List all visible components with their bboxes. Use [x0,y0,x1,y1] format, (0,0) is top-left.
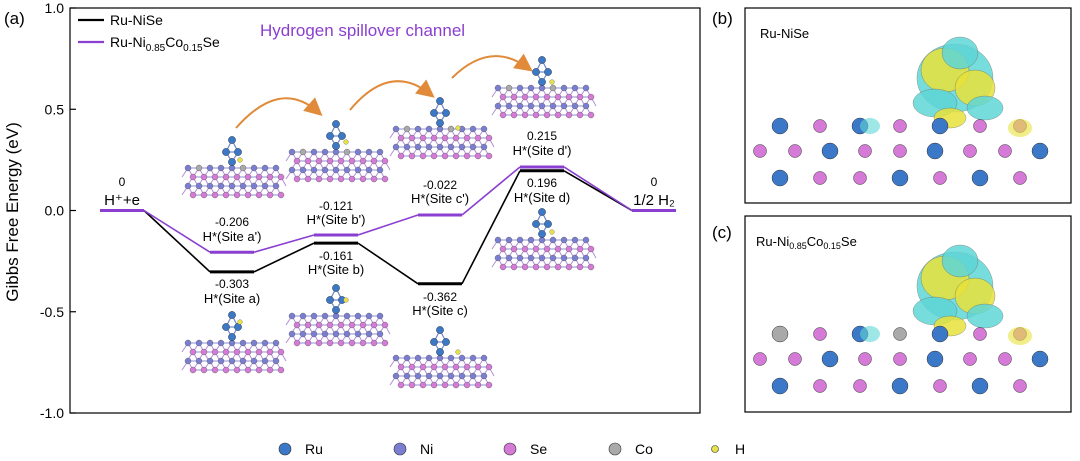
structure-thumbnail [389,326,495,389]
connector-ru-nicose [253,234,315,253]
panel-c-charge-density-image [753,244,1049,395]
state-label: H*(Site d) [514,190,570,205]
atom-legend-h-icon [711,445,719,453]
panel-b-charge-density-image [753,36,1049,187]
plot-frame [69,7,701,414]
value-label: 0 [119,175,126,189]
connector-ru-nicose [563,166,633,212]
spillover-arrow-2 [349,79,435,111]
connector-ru-nise [143,209,211,273]
structure-thumbnail [181,136,287,199]
state-label: H*(Site d') [513,143,572,158]
atom-legend-ni-icon [393,442,407,456]
panel-c-frame [744,215,1072,413]
value-label: -0.206 [215,215,249,229]
state-label: H*(Site a') [203,229,262,244]
atom-legend-label: Ru [305,441,323,457]
y-tick-label: -1.0 [40,405,64,421]
value-label: 0 [651,175,658,189]
state-label: H*(Site a) [204,291,260,306]
y-axis-ticks: 1.0 0.5 0.0 -0.5 -1.0 [40,0,76,421]
y-tick-label: -0.5 [40,304,64,320]
state-label: H*(Site c) [412,303,468,318]
structure-thumbnail [181,311,287,374]
atom-legend-co-icon [608,442,622,456]
y-tick-label: 0.5 [45,101,65,117]
legend-label-ru-nise: Ru-NiSe [110,12,163,28]
spillover-arrows [235,53,533,129]
value-label: -0.121 [319,199,353,213]
state-label: H*(Site c') [411,191,469,206]
value-label: -0.362 [423,290,457,304]
value-label: -0.022 [423,178,457,192]
connector-ru-nicose [143,209,211,253]
value-label: -0.161 [319,249,353,263]
value-label: 0.196 [527,176,557,190]
connector-ru-nise [357,242,419,285]
atom-legend-label: H [735,441,745,457]
spillover-arrow-1 [235,97,323,129]
panel-b-title: Ru-NiSe [760,26,809,41]
value-label: 0.215 [527,129,557,143]
structure-thumbnail [491,208,597,271]
y-tick-label: 0.0 [45,203,65,219]
chart-legend: Ru-NiSe Ru-Ni0.85Co0.15Se [78,12,220,54]
structure-thumbnail [389,97,495,160]
panel-label-c: (c) [712,223,732,242]
y-axis-label: Gibbs Free Energy (eV) [3,122,22,302]
panel-label-a: (a) [4,9,25,28]
panel-label-b: (b) [712,9,733,28]
adsorption-structure-images [181,56,597,389]
connector-ru-nise [253,242,315,273]
state-label: H*(Site b') [307,212,366,227]
atom-legend-label: Se [530,441,547,457]
spillover-arrow-3 [451,53,533,79]
y-tick-label: 1.0 [45,0,65,16]
state-label: H*(Site b) [308,262,364,277]
atom-legend: Ru Ni Se Co H [278,441,745,457]
legend-label-ru-nicose: Ru-Ni0.85Co0.15Se [110,34,220,54]
value-label: -0.303 [215,277,249,291]
atom-legend-label: Ni [420,441,433,457]
state-label: 1/2 H₂ [633,192,675,209]
structure-thumbnail [285,284,391,347]
atom-legend-label: Co [635,441,653,457]
atom-legend-ru-icon [278,442,292,456]
panel-c-title: Ru-Ni0.85Co0.15Se [756,234,857,251]
chart-headline: Hydrogen spillover channel [260,21,465,40]
series-lines [100,165,676,286]
connector-ru-nicose [461,166,521,216]
connector-ru-nicose [357,214,419,236]
state-label: H⁺+e [104,192,140,209]
atom-legend-se-icon [503,442,517,456]
structure-thumbnail [285,120,391,183]
panel-b-frame [744,7,1072,204]
connector-ru-nise [461,170,521,285]
structure-thumbnail [491,56,597,119]
